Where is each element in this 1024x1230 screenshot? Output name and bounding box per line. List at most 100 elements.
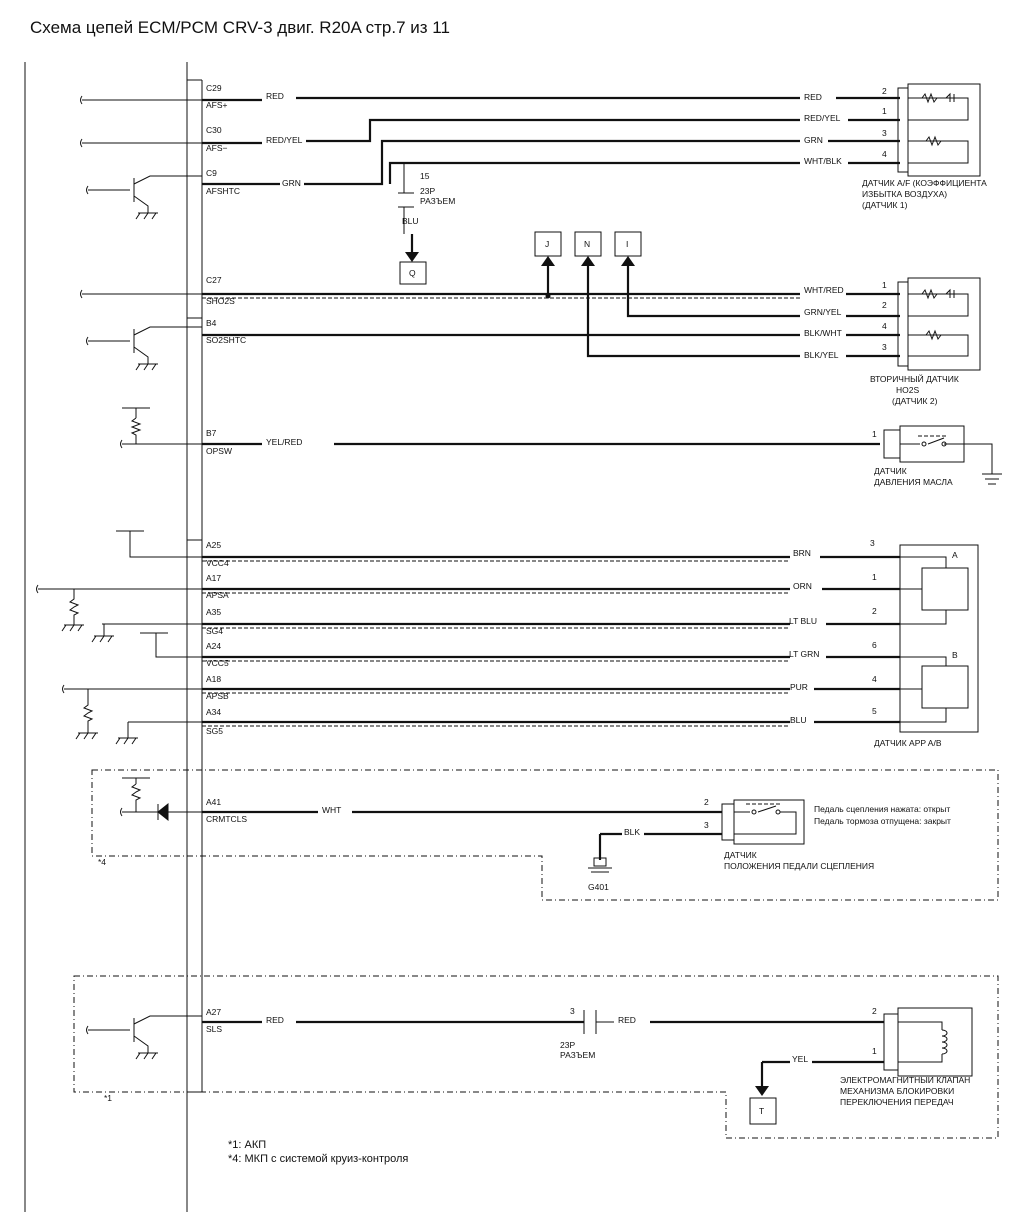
pin-a34-name: SG5 xyxy=(206,726,223,736)
ho2s-pin-4: 4 xyxy=(882,321,887,331)
ref-j: J xyxy=(545,239,549,249)
wire-label-wht-blk: WHT/BLK xyxy=(804,156,842,166)
wire-label-red-yel-right: RED/YEL xyxy=(804,113,841,123)
clutch-pin-2: 2 xyxy=(704,797,709,807)
pin-c29-name: AFS+ xyxy=(206,100,228,110)
ho2s-pin-1: 1 xyxy=(882,280,887,290)
wire-label-grn-yel: GRN/YEL xyxy=(804,307,842,317)
conn23-label-1: 23P xyxy=(420,186,435,196)
ho2s-label-1: ВТОРИЧНЫЙ ДАТЧИК xyxy=(870,373,959,384)
sls-valve-body xyxy=(897,1007,973,1077)
page-title: Схема цепей ECM/PCM CRV-3 двиг. R20A стр… xyxy=(30,18,450,37)
ref-box-j xyxy=(534,231,562,257)
wire-label-yel: YEL xyxy=(792,1054,808,1064)
ref-i: I xyxy=(626,239,628,249)
ecm-housing xyxy=(24,62,203,1212)
af-sensor-label-2: ИЗБЫТКА ВОЗДУХА) xyxy=(862,189,947,199)
app-pin-5: 5 xyxy=(872,706,877,716)
sls-valve-label-3: ПЕРЕКЛЮЧЕНИЯ ПЕРЕДАЧ xyxy=(840,1097,954,1107)
app-sensor-label: ДАТЧИК APP A/B xyxy=(874,738,942,748)
pin-b4-name: SO2SHTC xyxy=(206,335,246,345)
wire-label-brn: BRN xyxy=(793,548,811,558)
lockup-solenoid-section: *1 T RED RED YEL 3 23P РАЗЪЕМ 2 1 ЭЛЕКТР… xyxy=(73,975,999,1139)
pin-a25-code: A25 xyxy=(206,540,221,550)
footnote-1: *1: АКП xyxy=(228,1139,266,1151)
af-sensor-body xyxy=(907,83,981,177)
ref-n: N xyxy=(584,239,590,249)
ground-g401: G401 xyxy=(588,882,609,892)
pin-a35-name: SG4 xyxy=(206,626,223,636)
footnotes: *1: АКП *4: МКП с системой круиз-контрол… xyxy=(228,1139,408,1165)
pin-c30-code: C30 xyxy=(206,125,222,135)
pin-c29-code: C29 xyxy=(206,83,222,93)
oil-pressure-section: YEL/RED 1 ДАТЧИК ДАВЛЕНИЯ МАСЛА xyxy=(202,425,1002,487)
pin-a27-code: A27 xyxy=(206,1007,221,1017)
ho2s-body xyxy=(907,277,981,371)
wire-label-blk-yel: BLK/YEL xyxy=(804,350,839,360)
pin-c9-code: C9 xyxy=(206,168,217,178)
conn23-pin-15: 15 xyxy=(420,171,430,181)
wire-label-blk: BLK xyxy=(624,827,640,837)
ref-box-q xyxy=(399,261,427,285)
wire-label-red-yel: RED/YEL xyxy=(266,135,303,145)
pin-c30-name: AFS− xyxy=(206,143,228,153)
ho2s-pin-3: 3 xyxy=(882,342,887,352)
clutch-switch-section: *4 WHT BLK G401 2 3 Педаль сцепления наж… xyxy=(91,769,999,901)
pin-a27-name: SLS xyxy=(206,1024,222,1034)
ref-box-i xyxy=(614,231,642,257)
sls-valve-label-2: МЕХАНИЗМА БЛОКИРОВКИ xyxy=(840,1086,954,1096)
af-sensor-label-1: ДАТЧИК A/F (КОЭФФИЦИЕНТА xyxy=(862,178,987,188)
ecm-pin-labels: C29 AFS+ C30 AFS− C9 AFSHTC C27 SHO2S B4… xyxy=(206,83,247,1034)
wire-label-lt-grn: LT GRN xyxy=(789,649,819,659)
af-sensor-section: RED RED RED/YEL RED/YEL GRN GRN WHT/BLK … xyxy=(202,83,987,285)
oil-pressure-label-1: ДАТЧИК xyxy=(874,466,907,476)
pin-c9-name: AFSHTC xyxy=(206,186,240,196)
wire-label-wht: WHT xyxy=(322,805,341,815)
mt-box-mark: *4 xyxy=(98,857,106,867)
app-label-b: B xyxy=(952,650,958,660)
ref-q: Q xyxy=(409,268,416,278)
clutch-note-1: Педаль сцепления нажата: открыт xyxy=(814,804,950,814)
app-label-a: A xyxy=(952,550,958,560)
wire-label-lt-blu: LT BLU xyxy=(789,616,817,626)
pin-a34-code: A34 xyxy=(206,707,221,717)
ecm-internal-circuits xyxy=(36,95,202,1060)
sls-valve-label-1: ЭЛЕКТРОМАГНИТНЫЙ КЛАПАН xyxy=(840,1074,970,1085)
pin-a18-code: A18 xyxy=(206,674,221,684)
wire-label-grn-right: GRN xyxy=(804,135,823,145)
ref-t: T xyxy=(759,1106,764,1116)
opsw-pin-1: 1 xyxy=(872,429,877,439)
af-pin-4: 4 xyxy=(882,149,887,159)
conn23-pin-3: 3 xyxy=(570,1006,575,1016)
af-sensor-label-3: (ДАТЧИК 1) xyxy=(862,200,908,210)
clutch-note-2: Педаль тормоза отпущена: закрыт xyxy=(814,816,951,826)
app-sensor-body xyxy=(899,544,979,733)
pin-a24-name: VCC5 xyxy=(206,658,229,668)
wire-label-blk-wht: BLK/WHT xyxy=(804,328,842,338)
clutch-switch-label-2: ПОЛОЖЕНИЯ ПЕДАЛИ СЦЕПЛЕНИЯ xyxy=(724,861,874,871)
conn23-label-2: РАЗЪЕМ xyxy=(420,196,455,206)
pin-a41-code: A41 xyxy=(206,797,221,807)
sls-pin-2: 2 xyxy=(872,1006,877,1016)
wire-label-red-sls: RED xyxy=(266,1015,284,1025)
conn23b-label-1: 23P xyxy=(560,1040,575,1050)
ho2s-label-2: HO2S xyxy=(896,385,919,395)
pin-c27-code: C27 xyxy=(206,275,222,285)
pin-a25-name: VCC4 xyxy=(206,558,229,568)
ho2s-pin-2: 2 xyxy=(882,300,887,310)
pin-a41-name: CRMTCLS xyxy=(206,814,247,824)
clutch-switch-label-1: ДАТЧИК xyxy=(724,850,757,860)
ho2s-label-3: (ДАТЧИК 2) xyxy=(892,396,938,406)
af-pin-3: 3 xyxy=(882,128,887,138)
ref-box-t xyxy=(749,1097,777,1125)
wire-label-red: RED xyxy=(266,91,284,101)
app-pin-1: 1 xyxy=(872,572,877,582)
pin-a24-code: A24 xyxy=(206,641,221,651)
pin-a17-code: A17 xyxy=(206,573,221,583)
at-box-mark: *1 xyxy=(104,1093,112,1103)
wire-label-red-sls-right: RED xyxy=(618,1015,636,1025)
clutch-switch-body xyxy=(733,799,805,845)
app-sensor-section: BRN ORN LT BLU LT GRN PUR BLU A B 3 1 2 … xyxy=(202,538,979,748)
pin-c27-name: SHO2S xyxy=(206,296,235,306)
